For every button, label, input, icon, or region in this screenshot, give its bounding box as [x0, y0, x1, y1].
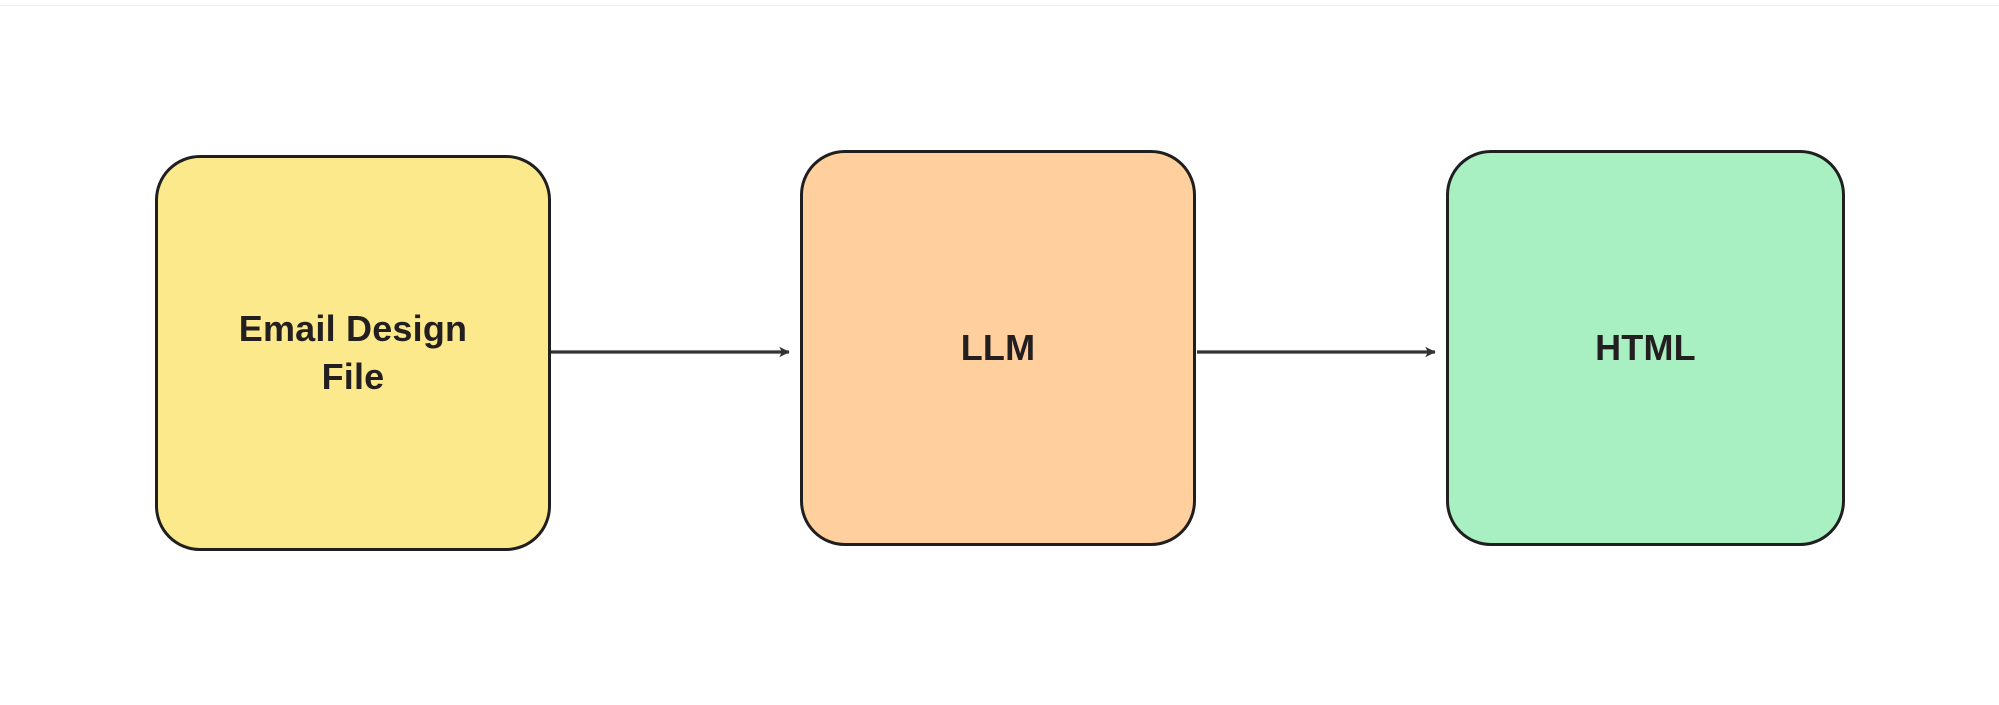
node-html-label: HTML	[1595, 327, 1696, 369]
node-html[interactable]: HTML	[1446, 150, 1845, 546]
canvas-top-rule	[0, 5, 1999, 6]
node-email-design-file-label: Email Design File	[238, 308, 468, 397]
node-email-design-file[interactable]: Email Design File	[155, 155, 551, 551]
node-llm[interactable]: LLM	[800, 150, 1196, 546]
node-llm-label: LLM	[960, 327, 1036, 369]
